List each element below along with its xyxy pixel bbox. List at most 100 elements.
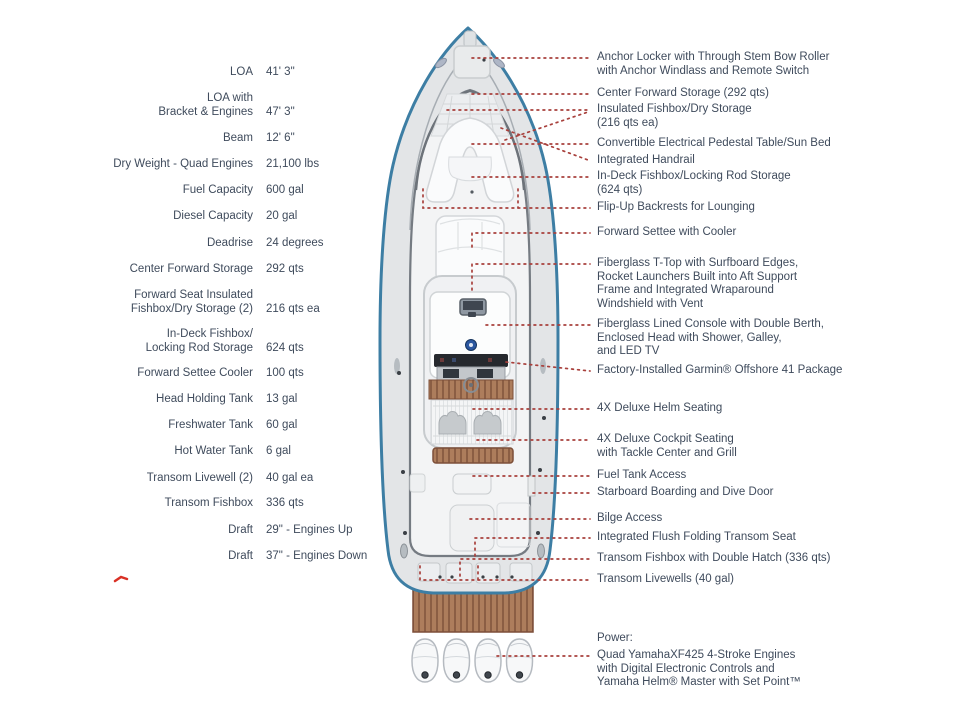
settee-cushion-lines — [437, 218, 503, 253]
callout-item: Factory-Installed Garmin® Offshore 41 Pa… — [597, 364, 942, 378]
callout-line: Transom Fishbox with Double Hatch (336 q… — [597, 552, 831, 564]
spec-row: Beam 12' 6" — [0, 132, 386, 146]
leader-line — [500, 127, 589, 161]
leader-lines — [419, 57, 591, 657]
callout-line: 4X Deluxe Helm Seating — [597, 402, 723, 414]
callout-line: Forward Settee with Cooler — [597, 226, 737, 238]
callout-line: Anchor Locker with Through Stem Bow Roll… — [597, 51, 830, 63]
spec-label: Head Holding Tank — [156, 393, 253, 405]
dash-light-1 — [440, 358, 444, 362]
callout-item: Anchor Locker with Through Stem Bow Roll… — [597, 51, 942, 78]
callout-line: Fuel Tank Access — [597, 469, 687, 481]
spec-value: 12' 6" — [266, 132, 295, 144]
callout-line: Integrated Flush Folding Transom Seat — [597, 531, 796, 543]
floor-panel — [496, 502, 531, 548]
callout-item: Center Forward Storage (292 qts) — [597, 87, 942, 101]
anchor-locker-hatch — [453, 45, 491, 79]
callout-line: with Digital Electronic Controls and — [597, 662, 775, 675]
callout-line: Insulated Fishbox/Dry Storage — [597, 103, 752, 115]
spec-value: 624 qts — [266, 341, 304, 354]
steering-wheel-hub — [469, 383, 473, 387]
transom-livewell-hatch-starboard — [509, 562, 533, 582]
callout-line: Integrated Handrail — [597, 154, 695, 166]
gunwale-bolt-5 — [397, 371, 401, 375]
callout-line: Transom Livewells (40 gal) — [597, 573, 734, 585]
helm-wood-floor — [428, 379, 514, 400]
spec-row: Transom Livewell (2)40 gal ea — [0, 472, 386, 486]
spec-value: 41' 3" — [266, 66, 295, 78]
helm-dash — [434, 354, 508, 367]
callout-line: Center Forward Storage (292 qts) — [597, 87, 769, 99]
spec-value: 100 qts — [266, 367, 304, 379]
callout-line: Fiberglass Lined Console with Double Ber… — [597, 318, 824, 330]
callout-line: (624 qts) — [597, 183, 643, 196]
spec-value: 600 gal — [266, 184, 304, 196]
callout-item: Fiberglass Lined Console with Double Ber… — [597, 318, 942, 359]
callout-line: Convertible Electrical Pedestal Table/Su… — [597, 137, 831, 149]
spec-row: Forward Settee Cooler 100 qts — [0, 367, 386, 381]
callout-line: with Tackle Center and Grill — [597, 446, 737, 459]
side-deck-hatch — [409, 473, 426, 493]
spec-label: Diesel Capacity — [173, 210, 253, 222]
spec-label: Fuel Capacity — [182, 184, 253, 196]
spec-value: 6 gal — [266, 445, 291, 457]
sun-bed-pad — [448, 156, 492, 182]
spec-value: 60 gal — [266, 419, 298, 431]
rod-holder-port — [394, 358, 400, 374]
helm-seats-left-pair — [438, 411, 467, 435]
brand-logo-center — [469, 343, 473, 347]
bow-cleat-port — [435, 57, 447, 69]
spec-label: Beam — [222, 132, 253, 144]
callout-item: Transom Livewells (40 gal) — [597, 573, 942, 587]
bow-cleat-starboard — [493, 57, 505, 69]
spec-label: Deadrise — [206, 237, 253, 249]
cockpit-wood-strip — [432, 447, 514, 464]
forward-settee-wrap — [425, 117, 515, 203]
leader-line — [505, 361, 591, 372]
spec-label: Transom Fishbox — [164, 497, 253, 509]
leader-line — [459, 558, 591, 577]
spec-row: Fuel Capacity 600 gal — [0, 184, 386, 198]
steering-wheel — [463, 377, 479, 393]
leader-line — [474, 537, 591, 557]
garmin-screen-left — [443, 369, 459, 378]
windshield-arch — [414, 89, 526, 191]
leader-line — [471, 232, 591, 248]
callout-line: Factory-Installed Garmin® Offshore 41 Pa… — [597, 364, 843, 376]
spec-label: Hot Water Tank — [174, 445, 253, 457]
engine-1 — [411, 638, 439, 683]
spec-label: Forward Seat Insulated Fishbox/Dry Stora… — [130, 289, 253, 315]
transom-bolt-2 — [450, 575, 454, 579]
engine-2 — [442, 638, 471, 683]
spec-row: Hot Water Tank 6 gal — [0, 445, 386, 459]
gunwale-bolt-1 — [401, 470, 405, 474]
console-window-latch — [468, 312, 476, 317]
callout-item: Integrated Flush Folding Transom Seat — [597, 531, 942, 545]
callout-line: Starboard Boarding and Dive Door — [597, 486, 774, 498]
stern-cleat-starboard — [537, 543, 545, 559]
spec-value: 21,100 lbs — [266, 158, 320, 170]
callout-item: Power: — [597, 632, 942, 646]
dash-light-3 — [488, 358, 492, 362]
spec-label: Draft — [228, 524, 253, 536]
callout-line: 4X Deluxe Cockpit Seating — [597, 433, 734, 445]
transom-bolt-4 — [495, 575, 499, 579]
spec-label: Forward Settee Cooler — [137, 367, 253, 379]
transom-bolt-5 — [510, 575, 514, 579]
callout-item: In-Deck Fishbox/Locking Rod Storage(624 … — [597, 170, 942, 197]
anchor-hatch-latch — [482, 58, 486, 62]
transom-hatch-1 — [417, 562, 441, 582]
callout-line: Quad YamahaXF425 4-Stroke Engines — [597, 649, 796, 661]
callout-item: Fuel Tank Access — [597, 469, 942, 483]
spec-label: Center Forward Storage — [129, 263, 253, 275]
